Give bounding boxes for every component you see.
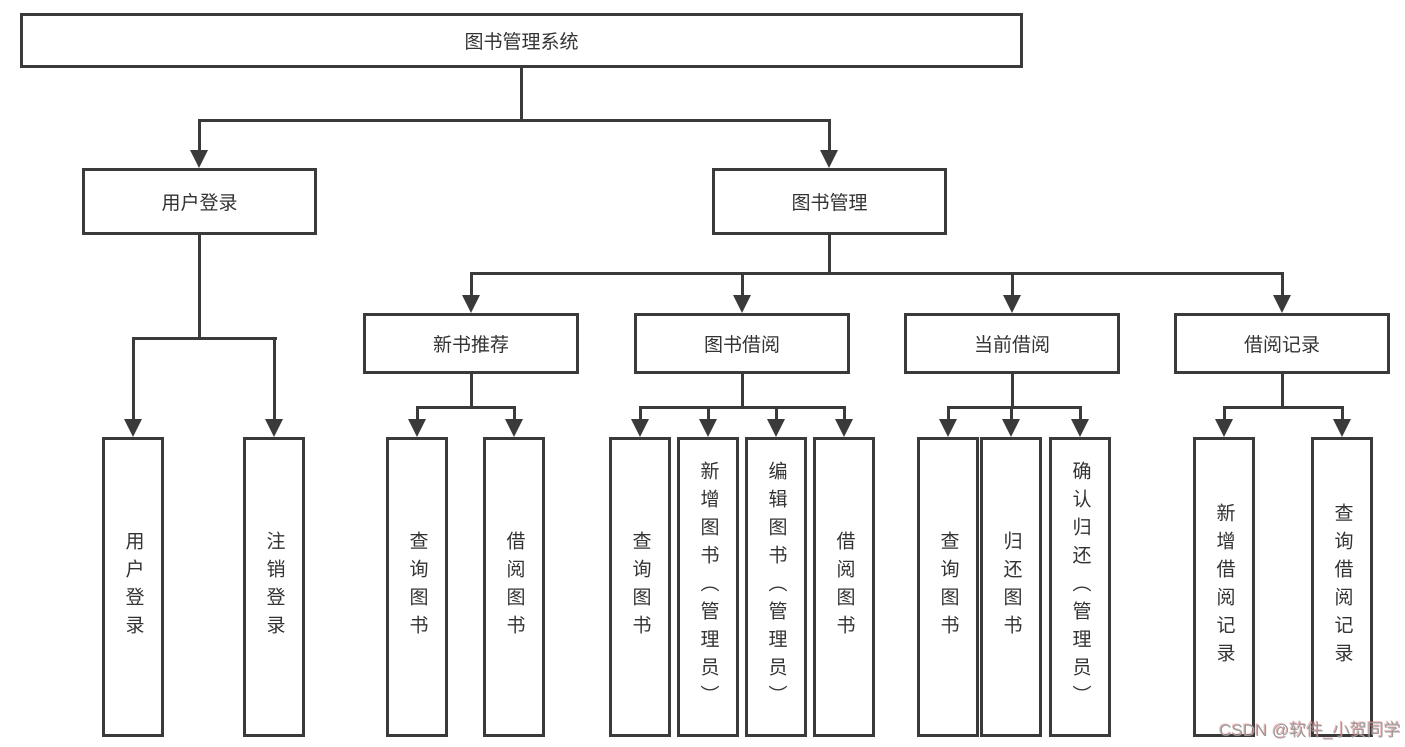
node-library-management-system: 图书管理系统 bbox=[20, 13, 1023, 68]
arrow-down-icon bbox=[631, 419, 649, 437]
connector-line bbox=[470, 272, 1283, 275]
connector-line bbox=[707, 406, 710, 422]
connector-line bbox=[1341, 406, 1344, 422]
connector-line bbox=[132, 337, 135, 420]
leaf-add-book-admin: 新增图书（管理员） bbox=[677, 437, 739, 737]
connector-line bbox=[470, 374, 473, 409]
connector-line bbox=[1281, 272, 1284, 298]
node-label: 借阅记录 bbox=[1243, 335, 1320, 356]
arrow-down-icon bbox=[1333, 419, 1351, 437]
arrow-down-icon bbox=[1002, 419, 1020, 437]
connector-line bbox=[520, 68, 523, 119]
connector-line bbox=[416, 406, 419, 422]
leaf-logout: 注销登录 bbox=[243, 437, 305, 737]
node-label: 图书管理系统 bbox=[464, 32, 579, 53]
connector-line bbox=[1223, 406, 1226, 422]
node-label: 当前借阅 bbox=[973, 335, 1050, 356]
leaf-add-borrow-record: 新增借阅记录 bbox=[1193, 437, 1255, 737]
connector-line bbox=[1011, 374, 1014, 409]
arrow-down-icon bbox=[835, 419, 853, 437]
leaf-edit-book-admin: 编辑图书（管理员） bbox=[745, 437, 807, 737]
node-new-book-recommendation: 新书推荐 bbox=[363, 313, 579, 374]
arrow-down-icon bbox=[1071, 419, 1089, 437]
leaf-query-borrow-record: 查询借阅记录 bbox=[1311, 437, 1373, 737]
node-label: 新书推荐 bbox=[432, 335, 509, 356]
connector-line bbox=[198, 235, 201, 338]
leaf-confirm-return-admin: 确认归还（管理员） bbox=[1049, 437, 1111, 737]
node-label: 图书管理 bbox=[791, 193, 868, 214]
node-current-borrowing: 当前借阅 bbox=[904, 313, 1120, 374]
node-book-borrowing: 图书借阅 bbox=[634, 313, 850, 374]
arrow-down-icon bbox=[1273, 295, 1291, 313]
connector-line bbox=[741, 374, 744, 409]
arrow-down-icon bbox=[820, 150, 838, 168]
node-user-login: 用户登录 bbox=[82, 168, 317, 235]
connector-line bbox=[198, 119, 201, 155]
arrow-down-icon bbox=[699, 419, 717, 437]
connector-line bbox=[639, 406, 846, 409]
connector-line bbox=[513, 406, 516, 422]
leaf-query-books-current: 查询图书 bbox=[917, 437, 979, 737]
leaf-return-book: 归还图书 bbox=[980, 437, 1042, 737]
leaf-borrow-books-recommend: 借阅图书 bbox=[483, 437, 545, 737]
connector-line bbox=[416, 406, 516, 409]
arrow-down-icon bbox=[1003, 295, 1021, 313]
connector-line bbox=[843, 406, 846, 422]
connector-line bbox=[828, 235, 831, 275]
leaf-query-books-borrowing: 查询图书 bbox=[609, 437, 671, 737]
arrow-down-icon bbox=[767, 419, 785, 437]
leaf-query-books-recommend: 查询图书 bbox=[386, 437, 448, 737]
arrow-down-icon bbox=[733, 295, 751, 313]
node-borrowing-records: 借阅记录 bbox=[1174, 313, 1390, 374]
node-label: 用户登录 bbox=[161, 193, 238, 214]
connector-line bbox=[1281, 374, 1284, 409]
arrow-down-icon bbox=[408, 419, 426, 437]
connector-line bbox=[947, 406, 1082, 409]
arrow-down-icon bbox=[462, 295, 480, 313]
node-label: 图书借阅 bbox=[703, 335, 780, 356]
connector-line bbox=[273, 337, 276, 420]
connector-line bbox=[828, 119, 831, 155]
leaf-user-login: 用户登录 bbox=[102, 437, 164, 737]
connector-line bbox=[947, 406, 950, 422]
connector-line bbox=[639, 406, 642, 422]
connector-line bbox=[741, 272, 744, 298]
connector-line bbox=[470, 272, 473, 298]
arrow-down-icon bbox=[505, 419, 523, 437]
connector-line bbox=[1011, 272, 1014, 298]
connector-line bbox=[132, 337, 277, 340]
leaf-borrow-books-borrowing: 借阅图书 bbox=[813, 437, 875, 737]
arrow-down-icon bbox=[1215, 419, 1233, 437]
connector-line bbox=[198, 119, 831, 122]
connector-line bbox=[1010, 406, 1013, 422]
connector-line bbox=[775, 406, 778, 422]
node-book-management: 图书管理 bbox=[712, 168, 947, 235]
csdn-watermark: CSDN @软件_小贺同学 bbox=[1219, 721, 1401, 740]
connector-line bbox=[1223, 406, 1344, 409]
arrow-down-icon bbox=[265, 419, 283, 437]
connector-line bbox=[1079, 406, 1082, 422]
arrow-down-icon bbox=[190, 150, 208, 168]
arrow-down-icon bbox=[939, 419, 957, 437]
arrow-down-icon bbox=[124, 419, 142, 437]
